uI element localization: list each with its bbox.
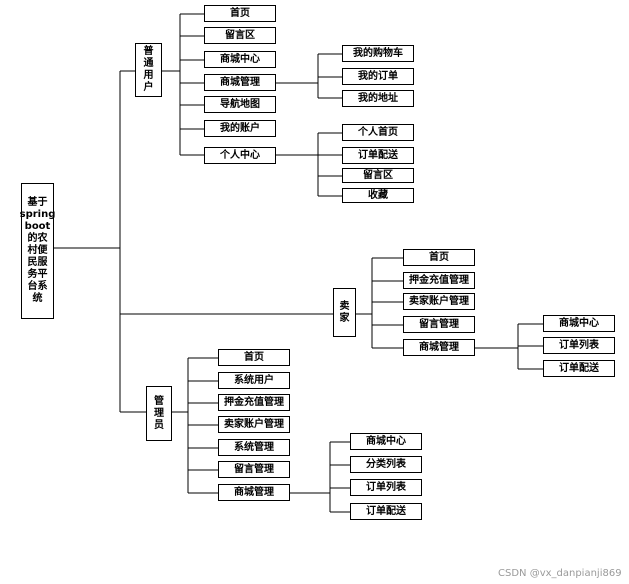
node-navigation-map: 导航地图 [204, 96, 276, 113]
node-personal-center: 个人中心 [204, 147, 276, 164]
node-mall-management: 商城管理 [218, 484, 290, 501]
node-mall-management: 商城管理 [204, 74, 276, 91]
node-message-management: 留言管理 [218, 461, 290, 478]
node-message-management: 留言管理 [403, 316, 475, 333]
branch-label: 卖 家 [339, 300, 350, 324]
watermark: CSDN @vx_danpianji869 [498, 568, 622, 579]
node-mall-center: 商城中心 [204, 51, 276, 68]
branch-node-admin: 管 理 员 [146, 386, 172, 441]
node-my-orders: 我的订单 [342, 68, 414, 85]
node-mall-management: 商城管理 [403, 339, 475, 356]
node-my-address: 我的地址 [342, 90, 414, 107]
node-order-delivery: 订单配送 [350, 503, 422, 520]
node-mall-center: 商城中心 [543, 315, 615, 332]
node-message-board-2: 留言区 [342, 168, 414, 183]
root-node-label: 基于 spring boot 的农 村便 民服 务平 台系 统 [19, 197, 56, 304]
branch-label: 管 理 员 [154, 395, 164, 431]
node-order-list: 订单列表 [543, 337, 615, 354]
branch-node-seller: 卖 家 [333, 288, 356, 337]
node-order-list: 订单列表 [350, 479, 422, 496]
node-my-account: 我的账户 [204, 120, 276, 137]
node-personal-home: 个人首页 [342, 124, 414, 141]
node-seller-account-management: 卖家账户管理 [403, 293, 475, 310]
node-category-list: 分类列表 [350, 456, 422, 473]
node-system-management: 系统管理 [218, 439, 290, 456]
branch-label: 普 通 用 户 [143, 46, 154, 93]
branch-node-regular-user: 普 通 用 户 [135, 43, 162, 97]
node-my-cart: 我的购物车 [342, 45, 414, 62]
node-order-delivery: 订单配送 [543, 360, 615, 377]
node-system-users: 系统用户 [218, 372, 290, 389]
root-node: 基于 spring boot 的农 村便 民服 务平 台系 统 [19, 183, 56, 319]
node-favorites: 收藏 [342, 188, 414, 203]
node-deposit-management: 押金充值管理 [218, 394, 290, 411]
node-message-board: 留言区 [204, 27, 276, 44]
node-order-delivery: 订单配送 [342, 147, 414, 164]
node-deposit-management: 押金充值管理 [403, 272, 475, 289]
node-home: 首页 [204, 5, 276, 22]
node-home: 首页 [403, 249, 475, 266]
node-home: 首页 [218, 349, 290, 366]
node-mall-center: 商城中心 [350, 433, 422, 450]
node-seller-account-management: 卖家账户管理 [218, 416, 290, 433]
